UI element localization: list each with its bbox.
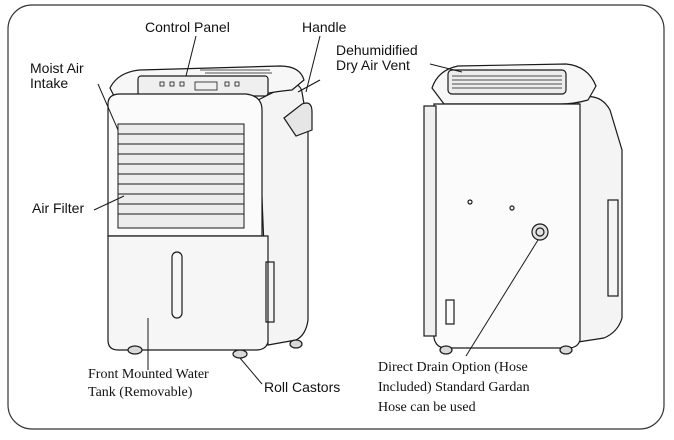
- label-handle: Handle: [302, 19, 347, 35]
- control-panel-shape: [137, 75, 269, 97]
- castor-front-left: [127, 345, 143, 355]
- label-drain-line1: Direct Drain Option (Hose: [378, 360, 528, 375]
- air-intake-grille: [117, 123, 245, 229]
- label-dry-air-line2: Dry Air Vent: [336, 57, 410, 73]
- label-control-panel: Control Panel: [145, 19, 230, 35]
- front-leader-lines: [93, 35, 321, 385]
- castor-front-right: [232, 349, 248, 359]
- back-leader-lines: [429, 63, 539, 357]
- front-dehumidifier: [107, 65, 321, 359]
- label-water-tank-line1: Front Mounted Water: [88, 367, 209, 382]
- label-roll-castors: Roll Castors: [264, 379, 341, 395]
- label-air-filter: Air Filter: [32, 200, 85, 216]
- label-moist-air-line2: Intake: [30, 75, 69, 91]
- label-drain-line3: Hose can be used: [378, 400, 476, 415]
- water-tank-shape: [107, 235, 269, 351]
- label-dry-air-line1: Dehumidified: [336, 42, 418, 58]
- handle-shape: [283, 102, 313, 137]
- diagram-border: [7, 4, 665, 430]
- label-water-tank-line2: Tank (Removable): [88, 385, 193, 400]
- label-drain-line2: Included) Standard Gardan: [378, 380, 530, 395]
- back-dehumidifier: [423, 63, 623, 355]
- label-moist-air-line1: Moist Air: [30, 60, 84, 76]
- dry-air-vent-shape: [447, 69, 567, 95]
- drain-port: [531, 223, 549, 241]
